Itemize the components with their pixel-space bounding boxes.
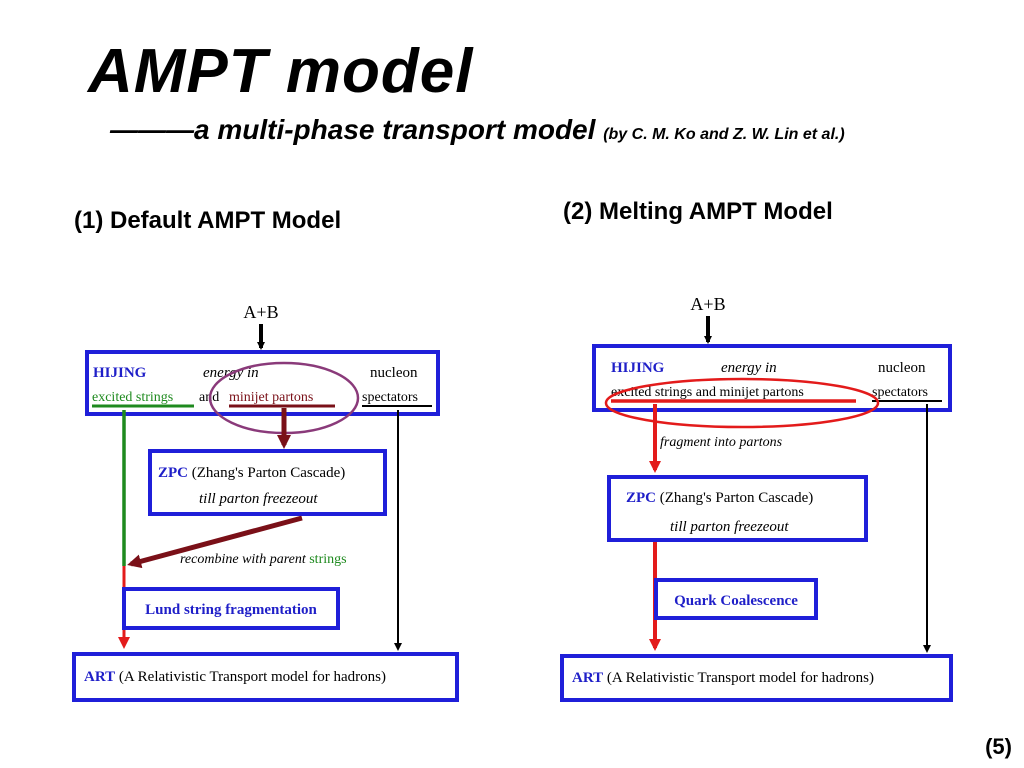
left-recombine-text: recombine with parent strings (180, 552, 347, 567)
left-hijing-minijet: minijet partons (229, 390, 313, 405)
right-hijing-energy: energy in (721, 360, 777, 376)
left-hijing-box (85, 350, 440, 416)
left-heading: (1) Default AMPT Model (74, 207, 342, 234)
page-title: AMPT model (88, 37, 474, 106)
left-hijing-nucleon: nucleon (370, 365, 418, 381)
left-art-box (72, 652, 459, 702)
right-art-box (560, 654, 953, 702)
right-fragment-text: fragment into partons (660, 435, 783, 450)
left-diagram: A+B HIJING energy in nucleon excited str… (72, 302, 459, 702)
right-art-title: ART (A Relativistic Transport model for … (572, 670, 874, 686)
left-hijing-excited: excited strings (92, 390, 173, 405)
left-recombine-strings: strings (309, 552, 346, 567)
right-hijing-line2: excited strings and minijet partons (611, 385, 804, 400)
subtitle-main: a multi-phase transport model (194, 114, 596, 145)
left-zpc-name: ZPC (158, 465, 188, 481)
left-zpc-desc: (Zhang's Parton Cascade) (192, 465, 346, 481)
right-diagram: A+B HIJING energy in nucleon excited str… (560, 294, 953, 702)
right-art-desc: (A Relativistic Transport model for hadr… (607, 670, 874, 686)
left-lund-label: Lund string fragmentation (145, 602, 317, 618)
right-zpc-title: ZPC (Zhang's Parton Cascade) (626, 490, 813, 506)
left-art-title: ART (A Relativistic Transport model for … (84, 669, 386, 685)
left-lund-box (122, 587, 340, 630)
left-art-desc: (A Relativistic Transport model for hadr… (119, 669, 386, 685)
left-zpc-title: ZPC (Zhang's Parton Cascade) (158, 465, 345, 481)
left-art-name: ART (84, 669, 115, 685)
right-zpc-box (607, 475, 868, 542)
right-quark-box (654, 578, 818, 620)
left-hijing-spectators: spectators (362, 390, 418, 405)
right-hijing-nucleon: nucleon (878, 360, 926, 376)
right-hijing-spectators: spectators (872, 385, 928, 400)
left-hijing-name: HIJING (93, 365, 147, 381)
right-quark-label: Quark Coalescence (674, 593, 798, 609)
right-highlight-ellipse (604, 377, 880, 429)
left-recombine-arrow (127, 515, 303, 569)
subtitle-dash: ——— (110, 114, 194, 145)
left-zpc-box (148, 449, 387, 516)
right-zpc-desc: (Zhang's Parton Cascade) (660, 490, 814, 506)
left-recombine-label: recombine with parent (180, 552, 307, 567)
left-zpc-note: till parton freezeout (199, 491, 318, 507)
right-zpc-note: till parton freezeout (670, 519, 789, 535)
left-input-label: A+B (243, 302, 278, 322)
page-number: (5) (985, 734, 1012, 759)
subtitle-credit: (by C. M. Ko and Z. W. Lin et al.) (603, 126, 845, 143)
right-hijing-name: HIJING (611, 360, 665, 376)
right-input-label: A+B (690, 294, 725, 314)
right-heading: (2) Melting AMPT Model (563, 198, 833, 225)
right-art-name: ART (572, 670, 603, 686)
right-zpc-name: ZPC (626, 490, 656, 506)
subtitle: ———a multi-phase transport model (by C. … (110, 114, 845, 146)
